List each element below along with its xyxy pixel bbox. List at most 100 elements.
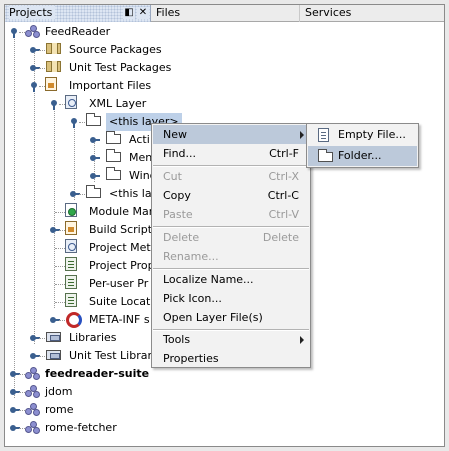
tree-line (94, 140, 95, 182)
tree-node-label: META-INF s (89, 313, 150, 326)
expand-toggle-icon[interactable] (50, 316, 60, 325)
collapse-toggle-icon[interactable] (10, 28, 19, 38)
collapse-toggle-icon[interactable] (70, 118, 79, 128)
expand-toggle-icon[interactable] (10, 388, 20, 397)
expand-toggle-icon[interactable] (70, 190, 80, 199)
tree-node-actions[interactable]: Acti (5, 131, 205, 149)
tree-node-label: Wind (129, 169, 157, 182)
project-icon (25, 385, 41, 399)
tab-projects[interactable]: Projects ◧ ✕ (5, 5, 151, 22)
expand-toggle-icon[interactable] (10, 370, 20, 379)
tree-node-build-script[interactable]: Build Script (5, 221, 205, 239)
tree-node-label: FeedReader (45, 25, 111, 38)
menu-item-rename[interactable]: Rename... (153, 247, 309, 266)
menu-item-label: Delete (163, 231, 200, 244)
menu-item-cut[interactable]: Cut Ctrl-X (153, 167, 309, 186)
tree-node-label: Module Man (89, 205, 156, 218)
package-icon (46, 43, 61, 54)
expand-toggle-icon[interactable] (90, 136, 100, 145)
minimize-icon[interactable]: ◧ (123, 7, 135, 19)
expand-toggle-icon[interactable] (30, 46, 40, 55)
menu-item-find[interactable]: Find... Ctrl-F (153, 144, 309, 163)
menu-item-label: Find... (163, 147, 197, 160)
submenu-item-folder[interactable]: Folder... (308, 146, 417, 166)
tree-node-project-properties[interactable]: Project Prop (5, 257, 205, 275)
menu-item-delete[interactable]: Delete Delete (153, 228, 309, 247)
expand-toggle-icon[interactable] (90, 172, 100, 181)
expand-toggle-icon[interactable] (90, 154, 100, 163)
menu-separator (153, 268, 309, 270)
folder-icon (318, 149, 333, 162)
tab-services[interactable]: Services (305, 6, 352, 19)
tree-line (74, 122, 75, 200)
menu-separator (153, 329, 309, 331)
tree-node-menu[interactable]: Men (5, 149, 205, 167)
tree-line (54, 104, 55, 308)
tree-node-windows[interactable]: Wind (5, 167, 205, 185)
tree-node-important-files[interactable]: Important Files (5, 77, 205, 95)
tree-node-module-manifest[interactable]: Module Man (5, 203, 205, 221)
submenu-item-empty-file[interactable]: Empty File... (308, 125, 417, 145)
tree-node-label: feedreader-suite (45, 367, 150, 380)
tree-node-label: Libraries (69, 331, 117, 344)
submenu-item-label: Empty File... (338, 128, 406, 141)
tree-node-unit-test-libraries[interactable]: Unit Test Librar (5, 347, 205, 365)
expand-toggle-icon[interactable] (50, 226, 60, 235)
tree-node-suite-locator[interactable]: Suite Locato (5, 293, 205, 311)
folder-icon (106, 131, 121, 144)
projects-window: Projects ◧ ✕ Files Services FeedReader (4, 4, 445, 447)
menu-item-tools[interactable]: Tools (153, 330, 309, 349)
menu-item-properties[interactable]: Properties (153, 349, 309, 368)
close-icon[interactable]: ✕ (137, 7, 149, 19)
xml-layer-icon (65, 95, 77, 109)
expand-toggle-icon[interactable] (30, 64, 40, 73)
menu-item-copy[interactable]: Copy Ctrl-C (153, 186, 309, 205)
library-icon (46, 350, 61, 360)
menu-item-localize-name[interactable]: Localize Name... (153, 270, 309, 289)
menu-item-label: Properties (163, 352, 219, 365)
project-icon (25, 25, 41, 39)
metadata-icon (65, 239, 77, 253)
project-tree[interactable]: FeedReader Source Packages Unit Test Pac… (5, 23, 444, 446)
menu-item-paste[interactable]: Paste Ctrl-V (153, 205, 309, 224)
collapse-toggle-icon[interactable] (50, 100, 59, 110)
tree-node-feedreader-suite[interactable]: feedreader-suite (5, 365, 205, 383)
tree-node-this-layer-in-context[interactable]: <this lay (5, 185, 205, 203)
collapse-toggle-icon[interactable] (30, 82, 39, 92)
submenu-arrow-icon (300, 336, 304, 344)
expand-toggle-icon[interactable] (30, 352, 40, 361)
folder-icon (106, 149, 121, 162)
menu-item-label: Rename... (163, 250, 219, 263)
tree-node-source-packages[interactable]: Source Packages (5, 41, 205, 59)
new-submenu: Empty File... Folder... (306, 123, 419, 168)
menu-item-label: Tools (163, 333, 191, 346)
menu-item-pick-icon[interactable]: Pick Icon... (153, 289, 309, 308)
tree-node-label: Build Script (89, 223, 153, 236)
tree-node-libraries[interactable]: Libraries (5, 329, 205, 347)
empty-file-icon (318, 128, 329, 142)
tree-node-unit-test-packages[interactable]: Unit Test Packages (5, 59, 205, 77)
tree-node-per-user-properties[interactable]: Per-user Pr (5, 275, 205, 293)
tree-node-jdom[interactable]: jdom (5, 383, 205, 401)
expand-toggle-icon[interactable] (10, 406, 20, 415)
tree-node-rome-fetcher[interactable]: rome-fetcher (5, 419, 205, 437)
tree-node-rome[interactable]: rome (5, 401, 205, 419)
tree-node-feedreader[interactable]: FeedReader (5, 23, 205, 41)
services-icon (66, 311, 82, 328)
expand-toggle-icon[interactable] (10, 424, 20, 433)
folder-icon (86, 113, 101, 126)
build-script-icon (65, 221, 77, 235)
menu-item-label: New (163, 128, 187, 141)
tree-node-project-metadata[interactable]: Project Meta (5, 239, 205, 257)
tree-node-meta-inf-services[interactable]: META-INF s (5, 311, 205, 329)
library-icon (46, 332, 61, 342)
tree-node-xml-layer[interactable]: XML Layer (5, 95, 205, 113)
tree-node-label: Men (129, 151, 153, 164)
context-menu: New Find... Ctrl-F Cut Ctrl-X Copy Ctrl-… (151, 123, 311, 368)
tab-files[interactable]: Files (152, 5, 300, 22)
tree-node-label: Project Meta (89, 241, 158, 254)
menu-item-open-layer-files[interactable]: Open Layer File(s) (153, 308, 309, 327)
expand-toggle-icon[interactable] (30, 334, 40, 343)
tree-node-label: Project Prop (89, 259, 155, 272)
menu-item-new[interactable]: New (153, 125, 309, 144)
